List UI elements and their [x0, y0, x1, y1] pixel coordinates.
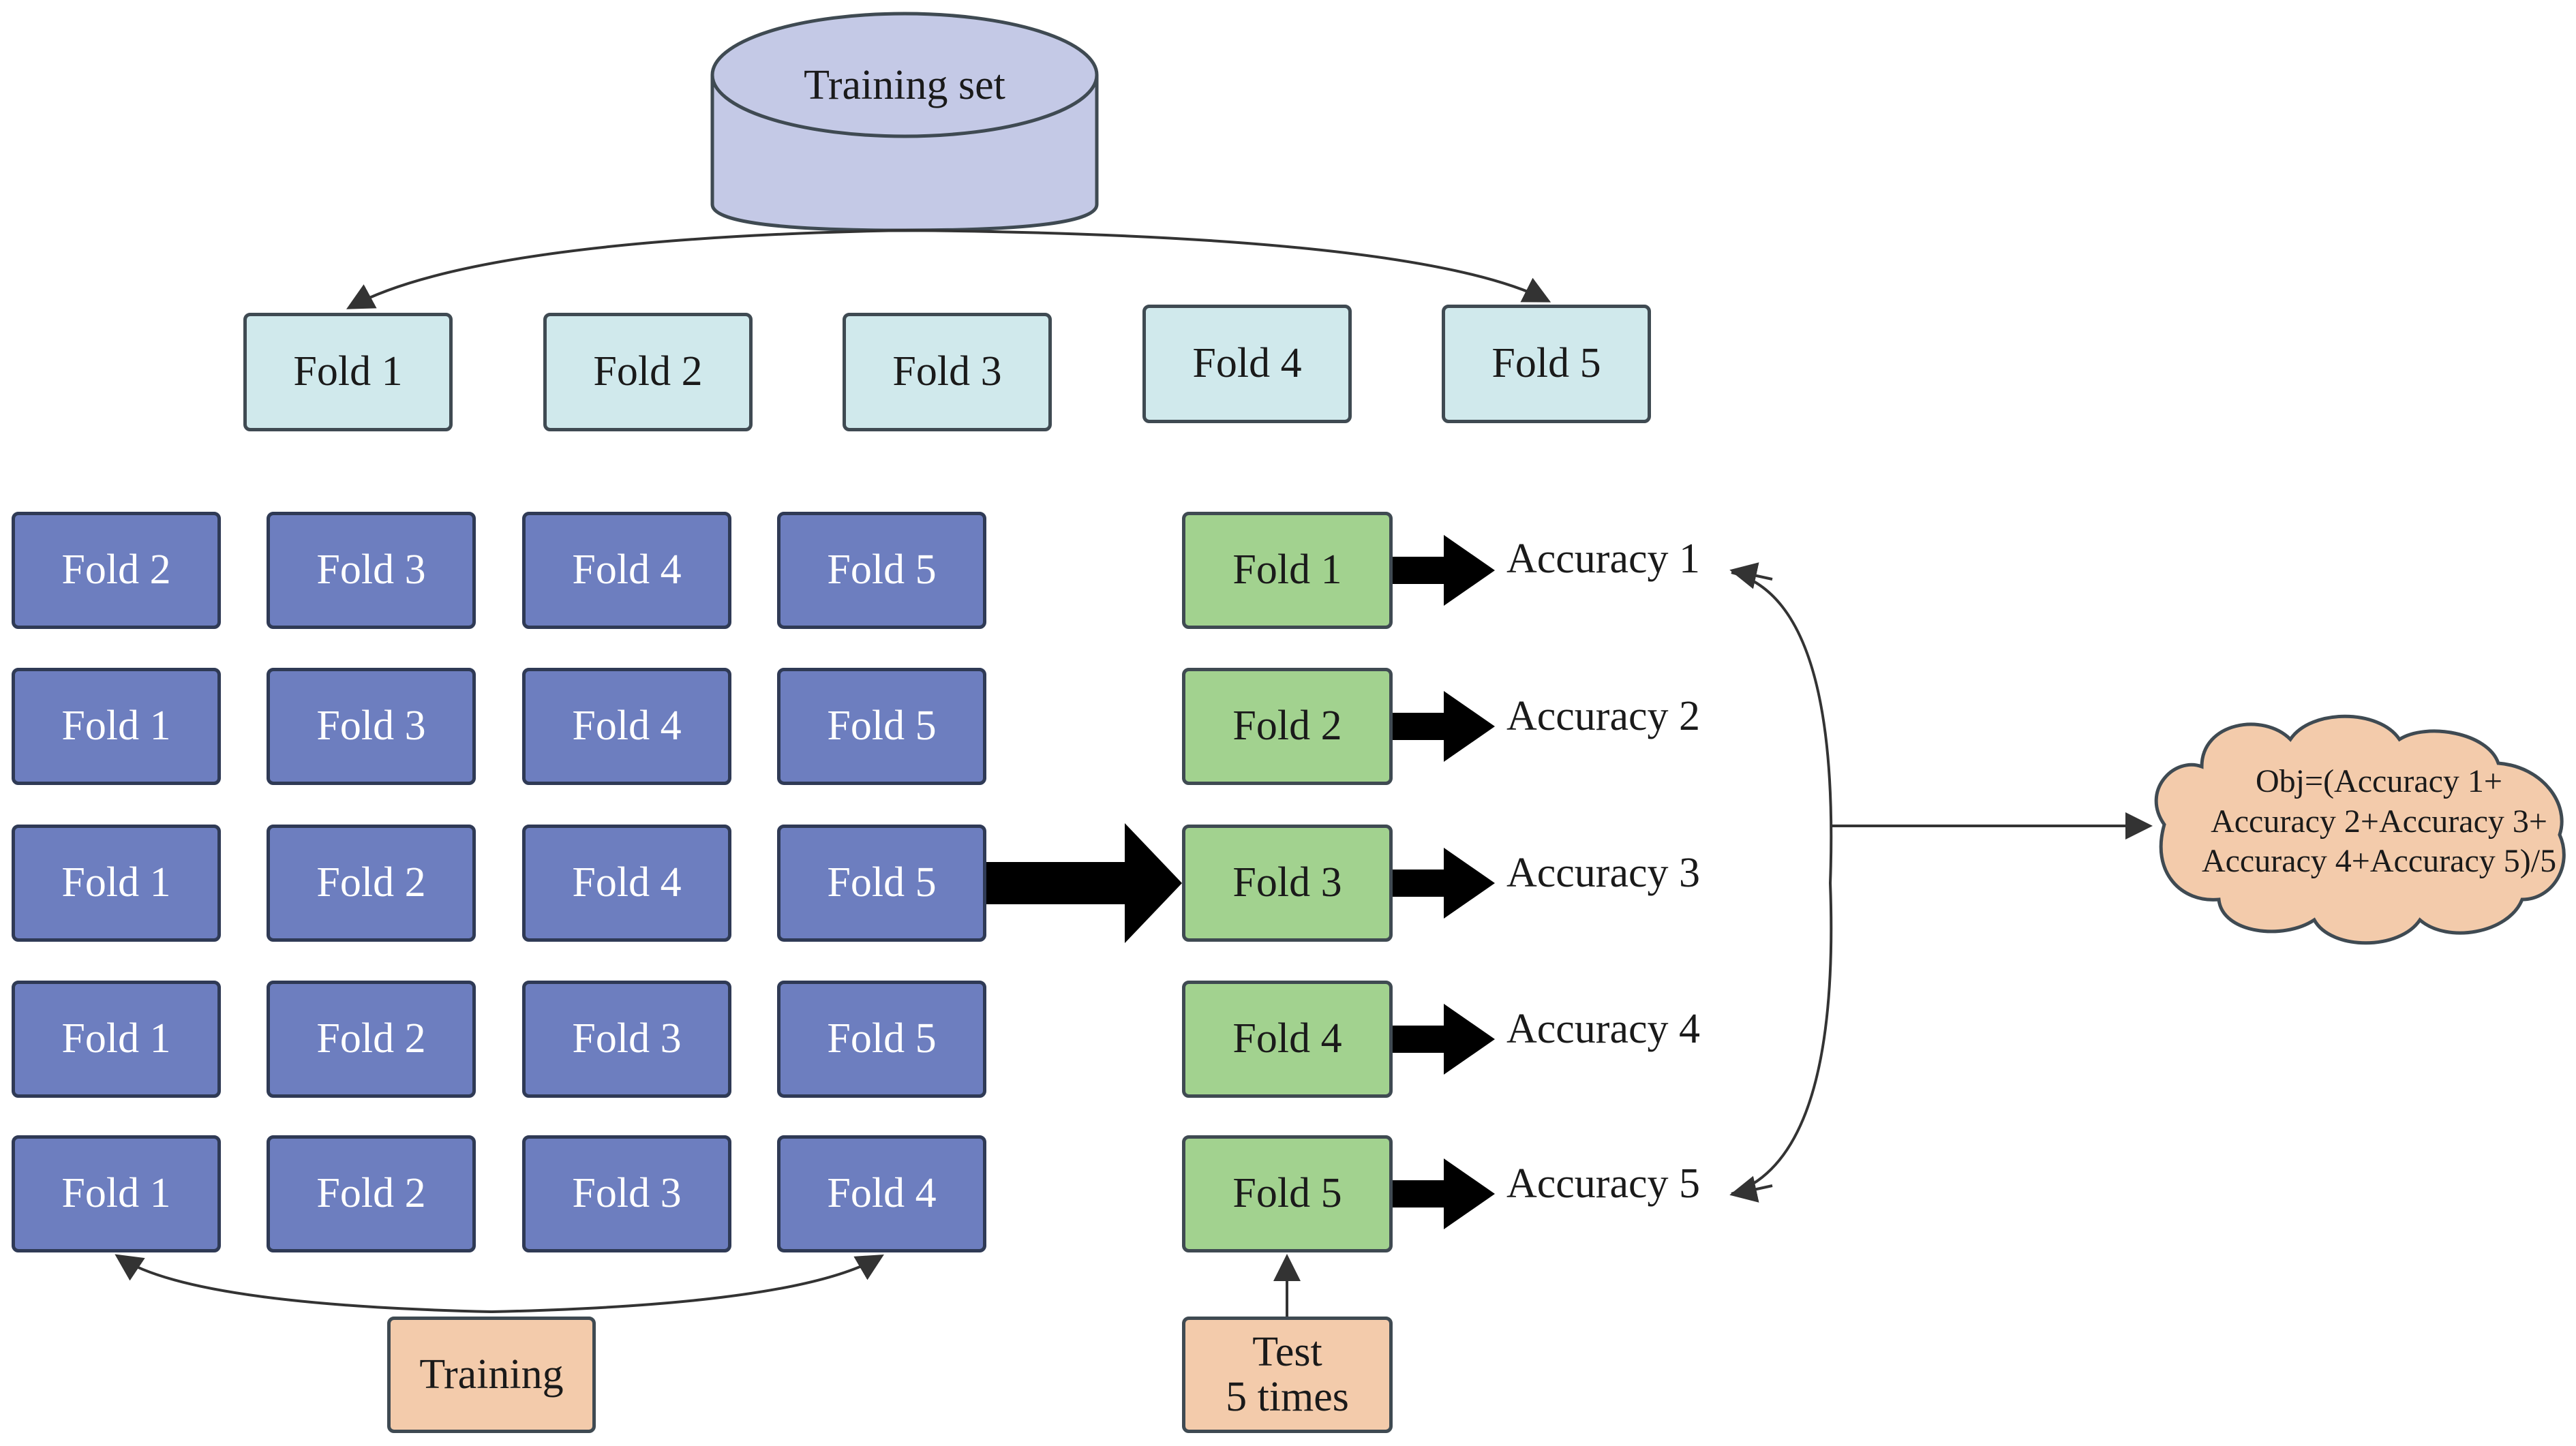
accuracy-arrow-1 [1393, 535, 1495, 606]
training-label: Training [419, 1351, 564, 1398]
training-set-label: Training set [804, 62, 1005, 108]
training-curve-left [115, 1254, 492, 1313]
test-label-line1: Test [1252, 1329, 1322, 1376]
training-fold-r1-c2: Fold 3 [267, 512, 476, 629]
accuracy-arrow-3 [1393, 848, 1495, 919]
accuracy-label-4: Accuracy 4 [1506, 1006, 1700, 1052]
training-fold-r5-c4: Fold 4 [777, 1135, 986, 1252]
training-label-box: Training [387, 1317, 596, 1433]
accuracy-label-2: Accuracy 2 [1506, 693, 1700, 739]
objective-line-2: Accuracy 2+Accuracy 3+ [2211, 803, 2547, 840]
accuracy-bracket [1731, 571, 1833, 1195]
training-fold-r4-c4: Fold 5 [777, 981, 986, 1098]
training-fold-r2-c1: Fold 1 [12, 668, 221, 785]
accuracy-arrows [1393, 535, 1495, 1229]
split-fold-3: Fold 3 [843, 313, 1052, 431]
split-fold-2: Fold 2 [543, 313, 753, 431]
test-fold-3: Fold 3 [1182, 825, 1393, 942]
training-fold-r5-c3: Fold 3 [522, 1135, 731, 1252]
split-fold-5: Fold 5 [1442, 305, 1651, 423]
split-fold-1: Fold 1 [243, 313, 453, 431]
split-curve-right [904, 229, 1551, 303]
training-fold-r1-c4: Fold 5 [777, 512, 986, 629]
test-fold-4: Fold 4 [1182, 981, 1393, 1098]
training-fold-r3-c2: Fold 2 [267, 825, 476, 942]
objective-line-1: Obj=(Accuracy 1+ [2256, 763, 2502, 799]
objective-formula: Obj=(Accuracy 1+ Accuracy 2+Accuracy 3+ … [2181, 762, 2576, 882]
test-label-line2: 5 times [1226, 1373, 1349, 1420]
training-fold-r4-c1: Fold 1 [12, 981, 221, 1098]
test-label-box: Test 5 times [1182, 1317, 1393, 1433]
split-curve-left [346, 229, 905, 309]
training-fold-r5-c2: Fold 2 [267, 1135, 476, 1252]
accuracy-arrow-5 [1393, 1158, 1495, 1229]
training-fold-r1-c1: Fold 2 [12, 512, 221, 629]
accuracy-label-1: Accuracy 1 [1506, 536, 1700, 582]
training-fold-r3-c3: Fold 4 [522, 825, 731, 942]
bracket-arrow-top [1729, 562, 1773, 589]
objective-cloud [2154, 714, 2566, 945]
bracket-arrow-bottom [1729, 1175, 1773, 1203]
training-fold-r2-c2: Fold 3 [267, 668, 476, 785]
training-fold-r3-c1: Fold 1 [12, 825, 221, 942]
objective-line-3: Accuracy 4+Accuracy 5)/5 [2201, 843, 2557, 880]
accuracy-label-3: Accuracy 3 [1506, 850, 1700, 896]
training-fold-r4-c3: Fold 3 [522, 981, 731, 1098]
training-set-cylinder [710, 12, 1099, 232]
accuracy-arrow-2 [1393, 691, 1495, 762]
training-fold-r2-c4: Fold 5 [777, 668, 986, 785]
accuracy-label-5: Accuracy 5 [1506, 1160, 1700, 1207]
big-arrow [986, 823, 1182, 943]
test-fold-2: Fold 2 [1182, 668, 1393, 785]
split-fold-4: Fold 4 [1142, 305, 1352, 423]
test-fold-5: Fold 5 [1182, 1135, 1393, 1252]
training-fold-r4-c2: Fold 2 [267, 981, 476, 1098]
test-fold-1: Fold 1 [1182, 512, 1393, 629]
training-fold-r1-c3: Fold 4 [522, 512, 731, 629]
training-fold-r2-c3: Fold 4 [522, 668, 731, 785]
training-fold-r3-c4: Fold 5 [777, 825, 986, 942]
accuracy-arrow-4 [1393, 1004, 1495, 1075]
training-curve-right [491, 1254, 884, 1313]
training-fold-r5-c1: Fold 1 [12, 1135, 221, 1252]
